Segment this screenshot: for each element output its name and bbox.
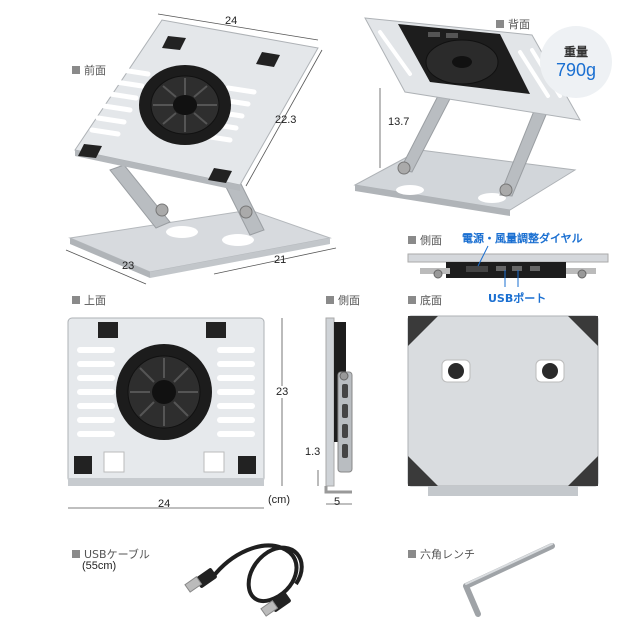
unit-label: (cm) [268,494,290,506]
label-marker-icon [408,550,416,558]
side-view-label: 側面 [326,292,360,308]
label-marker-icon [496,20,504,28]
usb-cable-length: (55cm) [82,560,117,572]
label-marker-icon [408,296,416,304]
bottom-view-label: 底面 [408,292,442,308]
label-marker-icon [72,550,80,558]
weight-value: 790g [555,60,597,80]
label-marker-icon [72,296,80,304]
label-marker-icon [408,236,416,244]
label-marker-icon [72,66,80,74]
usb-port-callout: USBポート [488,292,547,305]
top-height-dim: 23 [276,386,289,398]
top-view-label: 上面 [72,292,106,308]
label-marker-icon [326,296,334,304]
front-base-depth-dim: 21 [274,254,287,266]
side-small-dim: 1.3 [305,446,321,458]
weight-label: 重量 [563,45,588,59]
usb-cable-label: USBケーブル [72,546,150,562]
front-base-width-dim: 23 [122,260,135,272]
hex-wrench-label: 六角レンチ [408,546,475,562]
top-width-dim: 24 [158,498,171,510]
front-width-dim: 24 [225,15,238,27]
side-view-label-upper: 側面 [408,232,442,248]
front-view-label: 前面 [72,62,106,78]
back-height-dim: 13.7 [388,116,410,128]
back-view-label: 背面 [496,16,530,32]
dial-callout: 電源・風量調整ダイヤル [462,232,583,245]
side-depth-dim: 5 [334,496,341,508]
front-depth-dim: 22.3 [275,114,297,126]
weight-badge: 重量 790g [540,26,612,98]
